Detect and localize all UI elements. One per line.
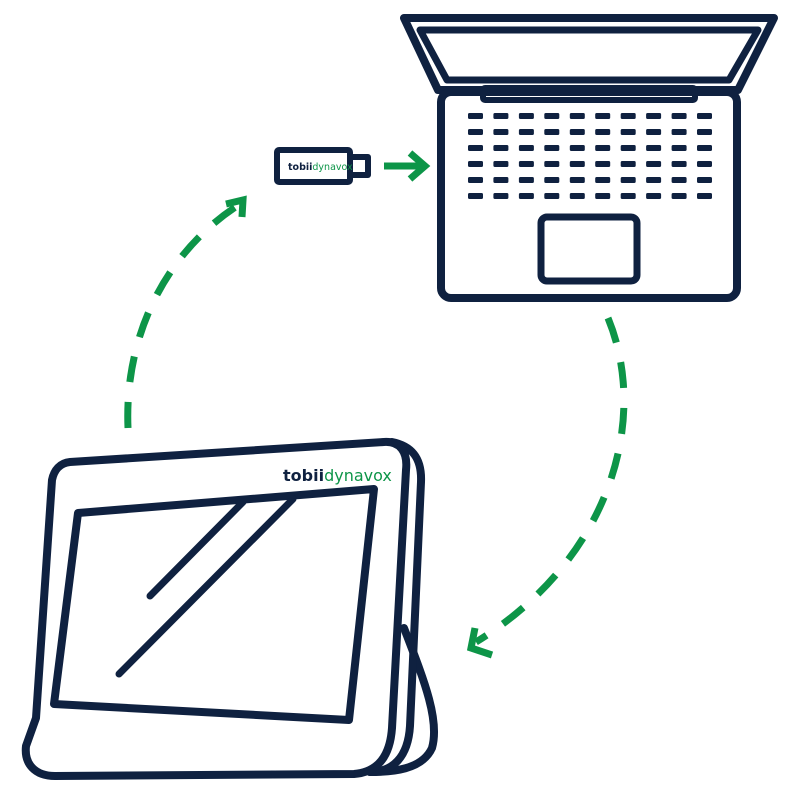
keyboard-key	[569, 129, 585, 135]
keyboard-key	[518, 161, 534, 167]
keyboard-key	[671, 113, 687, 119]
keyboard-key	[544, 177, 560, 183]
keyboard-key	[468, 193, 483, 199]
keyboard-key	[518, 129, 534, 135]
dashed-arc-tablet-to-usb	[124, 203, 239, 429]
keyboard-key	[493, 161, 509, 167]
tablet-brand-logo: tobiidynavox	[283, 466, 392, 485]
keyboard-key	[671, 177, 687, 183]
tablet-screen	[50, 485, 378, 724]
keyboard-key	[544, 145, 560, 151]
laptop-keyboard	[468, 113, 712, 199]
keyboard-key	[569, 177, 585, 183]
dashed-curved-arrow-icon	[124, 195, 247, 429]
tablet-brand-dynavox: dynavox	[324, 466, 392, 485]
laptop-icon	[400, 14, 778, 302]
keyboard-key	[544, 129, 560, 135]
keyboard-key	[544, 113, 560, 119]
usb-brand-dynavox: dynavox	[312, 162, 353, 173]
keyboard-key	[697, 193, 712, 199]
keyboard-key	[468, 129, 483, 135]
keyboard-key	[595, 161, 611, 167]
keyboard-key	[518, 177, 534, 183]
keyboard-key	[493, 193, 509, 199]
usb-stick-icon: tobiidynavox	[274, 147, 371, 185]
keyboard-key	[646, 129, 662, 135]
tablet-device-icon: tobiidynavox	[21, 437, 439, 780]
dashed-arc-tablet-to-usb-head	[225, 195, 247, 218]
keyboard-key	[697, 161, 712, 167]
laptop-screen-inner	[416, 26, 762, 84]
keyboard-key	[646, 161, 662, 167]
keyboard-key	[569, 161, 585, 167]
keyboard-key	[544, 161, 560, 167]
tablet-screen-glare-1	[146, 498, 247, 600]
keyboard-key	[493, 145, 509, 151]
keyboard-key	[468, 177, 483, 183]
keyboard-key	[620, 193, 636, 199]
keyboard-key	[518, 193, 534, 199]
keyboard-key	[646, 177, 662, 183]
keyboard-key	[569, 113, 585, 119]
usb-brand-tobii: tobii	[288, 162, 312, 173]
keyboard-key	[468, 145, 483, 151]
laptop-screen-outer	[400, 14, 778, 94]
keyboard-key	[620, 129, 636, 135]
arrow-right-head	[407, 150, 431, 182]
keyboard-key	[671, 193, 687, 199]
keyboard-key	[646, 113, 662, 119]
keyboard-key	[697, 145, 712, 151]
laptop-base	[437, 88, 741, 302]
tablet-stand	[366, 624, 439, 776]
keyboard-key	[697, 129, 712, 135]
keyboard-key	[646, 145, 662, 151]
dashed-arc-laptop-to-tablet	[474, 316, 628, 645]
keyboard-key	[671, 145, 687, 151]
keyboard-key	[671, 161, 687, 167]
keyboard-key	[595, 145, 611, 151]
keyboard-key	[518, 145, 534, 151]
laptop-hinge	[480, 85, 698, 103]
usb-brand-logo: tobiidynavox	[288, 162, 353, 173]
keyboard-key	[595, 177, 611, 183]
keyboard-key	[595, 113, 611, 119]
keyboard-key	[697, 177, 712, 183]
keyboard-key	[493, 129, 509, 135]
arrow-right-icon	[384, 150, 431, 182]
keyboard-key	[697, 113, 712, 119]
keyboard-key	[518, 113, 534, 119]
keyboard-key	[646, 193, 662, 199]
keyboard-key	[671, 129, 687, 135]
tablet-brand-tobii: tobii	[283, 466, 324, 485]
keyboard-key	[620, 113, 636, 119]
keyboard-key	[468, 161, 483, 167]
keyboard-key	[595, 129, 611, 135]
keyboard-key	[493, 177, 509, 183]
tablet-body	[21, 437, 411, 780]
dashed-curved-arrow-icon	[466, 316, 628, 659]
tablet-screen-glare-2	[115, 495, 297, 678]
dashed-arc-laptop-to-tablet-head	[466, 627, 494, 659]
keyboard-key	[493, 113, 509, 119]
keyboard-key	[620, 145, 636, 151]
tablet-back-edge	[366, 438, 426, 776]
keyboard-key	[620, 177, 636, 183]
usb-stick-connector	[347, 154, 371, 178]
keyboard-key	[544, 193, 560, 199]
keyboard-key	[595, 193, 611, 199]
laptop-trackpad	[537, 213, 641, 285]
keyboard-key	[569, 145, 585, 151]
keyboard-key	[468, 113, 483, 119]
keyboard-key	[569, 193, 585, 199]
keyboard-key	[620, 161, 636, 167]
